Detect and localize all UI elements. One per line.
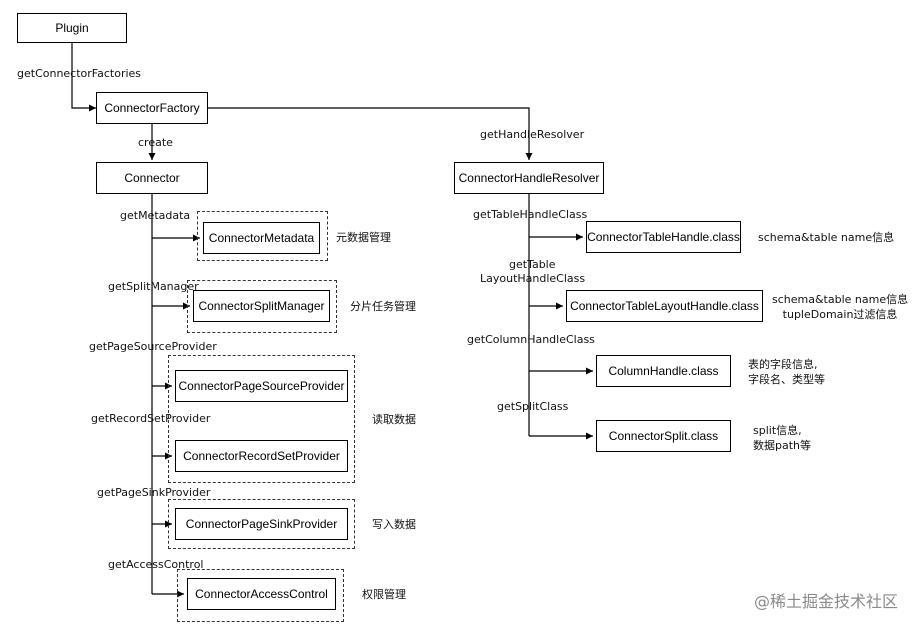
note-column-line2: 字段名、类型等 [748,373,825,386]
connector-table-handle-node: ConnectorTableHandle.class [586,221,741,253]
note-write-text: 写入数据 [372,518,416,531]
note-column-line1: 表的字段信息, [748,358,818,371]
label-get-page-source-provider: getPageSourceProvider [89,340,217,353]
note-table-layout-line1: schema&table name信息 [772,293,909,306]
label-get-access-control: getAccessControl [108,558,204,571]
connector-page-source-provider-node: ConnectorPageSourceProvider [175,370,348,402]
note-split-manager-text: 分片任务管理 [350,300,416,313]
note-read-text: 读取数据 [372,413,416,426]
connector-split-node: ConnectorSplit.class [596,420,731,452]
label-get-split-manager: getSplitManager [108,280,199,293]
note-split: split信息, 数据path等 [753,423,811,453]
note-split-line2: 数据path等 [753,439,812,452]
connector-factory-node: ConnectorFactory [96,92,208,124]
write-provider-group [168,499,355,549]
note-metadata-text: 元数据管理 [336,231,391,244]
connector-table-layout-handle-node: ConnectorTableLayoutHandle.class [566,290,763,322]
label-get-connector-factories: getConnectorFactories [17,67,142,80]
note-table-layout-line2: tupleDomain过滤信息 [782,308,898,321]
note-access: 权限管理 [362,587,406,602]
connector-node: Connector [96,162,208,194]
column-handle-node: ColumnHandle.class [596,355,731,387]
note-table-handle: schema&table name信息 [758,230,894,245]
label-get-page-sink-provider: getPageSinkProvider [97,486,211,499]
label-get-handle-resolver: getHandleResolver [480,128,585,141]
connector-access-control-node: ConnectorAccessControl [187,578,336,610]
note-column: 表的字段信息, 字段名、类型等 [748,357,825,387]
label-get-table-layout-handle-class-2: LayoutHandleClass [480,272,586,285]
plugin-node: Plugin [17,13,127,43]
note-table-handle-text: schema&table name信息 [758,231,895,244]
connector-metadata-node: ConnectorMetadata [203,222,320,254]
label-get-metadata: getMetadata [120,209,191,222]
note-split-line1: split信息, [753,424,802,437]
label-get-record-set-provider: getRecordSetProvider [91,412,211,425]
note-split-manager: 分片任务管理 [350,299,416,314]
edge-plugin-to-factory [71,42,96,112]
access-control-group [177,569,344,622]
connector-handle-resolver-node: ConnectorHandleResolver [454,162,604,194]
site-watermark: @稀土掘金技术社区 [753,592,898,611]
label-get-column-handle-class: getColumnHandleClass [467,333,595,346]
note-write: 写入数据 [372,517,416,532]
read-providers-group [168,355,355,483]
note-read: 读取数据 [372,412,416,427]
label-get-split-class: getSplitClass [497,400,569,413]
label-create: create [138,136,173,149]
label-get-table-handle-class: getTableHandleClass [473,208,588,221]
label-get-table-layout-handle-class-1: getTable [509,258,556,271]
metadata-group [197,211,328,261]
connector-record-set-provider-node: ConnectorRecordSetProvider [175,440,348,472]
edge-factory-to-resolver [208,107,533,160]
note-metadata: 元数据管理 [336,230,391,245]
split-manager-group [187,280,337,333]
note-access-text: 权限管理 [362,588,406,601]
connector-split-manager-node: ConnectorSplitManager [193,290,330,322]
connector-page-sink-provider-node: ConnectorPageSinkProvider [175,508,348,540]
note-table-layout: schema&table name信息 tupleDomain过滤信息 [772,292,908,322]
